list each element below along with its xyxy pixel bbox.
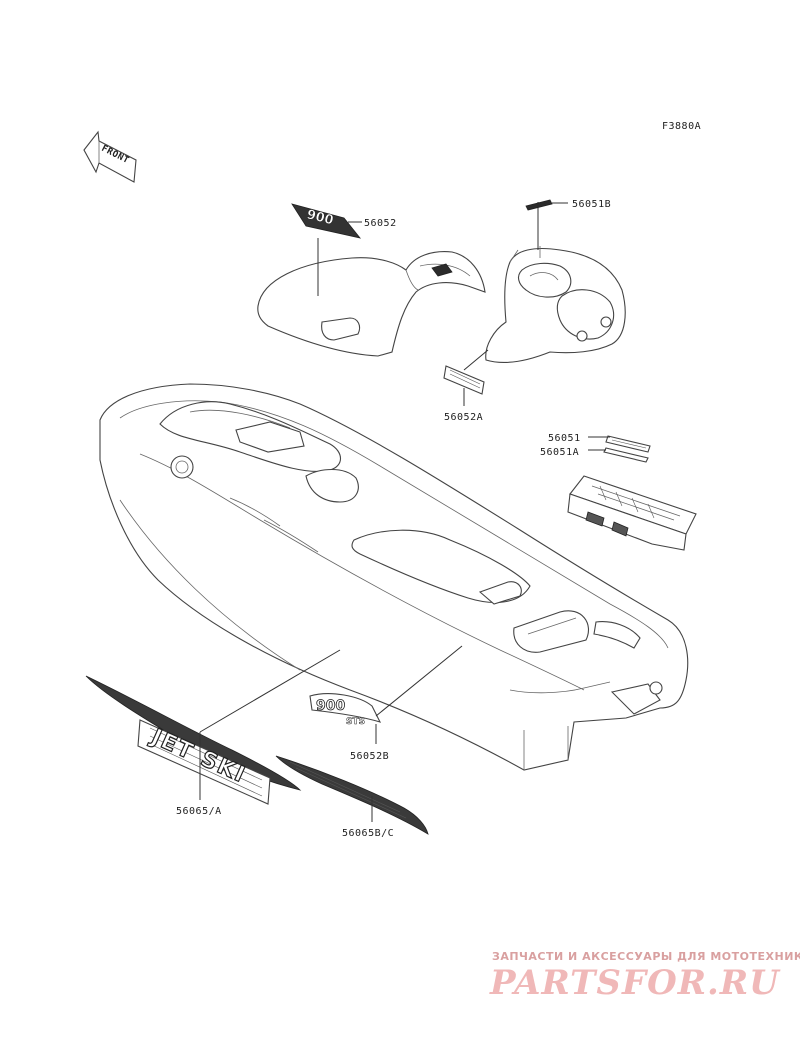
svg-text:900: 900 [305, 207, 335, 228]
callout-56065A: 56065/A [176, 806, 222, 817]
storage-box-part [567, 475, 697, 551]
callout-56051A: 56051A [540, 447, 579, 458]
hull-part [99, 383, 689, 771]
watermark-tagline: ЗАПЧАСТИ И АКСЕССУАРЫ ДЛЯ МОТОТЕХНИКИ [492, 950, 800, 963]
front-arrow-icon: FRONT [83, 130, 137, 183]
callout-56052A: 56052A [444, 412, 483, 423]
decal-56052A [443, 365, 485, 395]
badge-56052: 900 [291, 203, 362, 239]
figure-code: F3880A [662, 121, 701, 132]
callout-56051: 56051 [548, 433, 581, 444]
badge-56052B: 900 STS [309, 693, 382, 727]
callout-56052B: 56052B [350, 751, 389, 762]
svg-text:900: 900 [316, 698, 345, 714]
watermark-logo[interactable]: PARTSFOR.RU [490, 963, 780, 1003]
callout-56051B: 56051B [572, 199, 611, 210]
console-part [485, 246, 626, 363]
seat-cover-part [257, 251, 486, 357]
decal-56065BC [275, 755, 429, 835]
callout-56052: 56052 [364, 218, 397, 229]
callout-56065BC: 56065B/C [342, 828, 394, 839]
svg-text:STS: STS [346, 717, 365, 727]
decal-56065A: JET SKI [85, 675, 302, 805]
